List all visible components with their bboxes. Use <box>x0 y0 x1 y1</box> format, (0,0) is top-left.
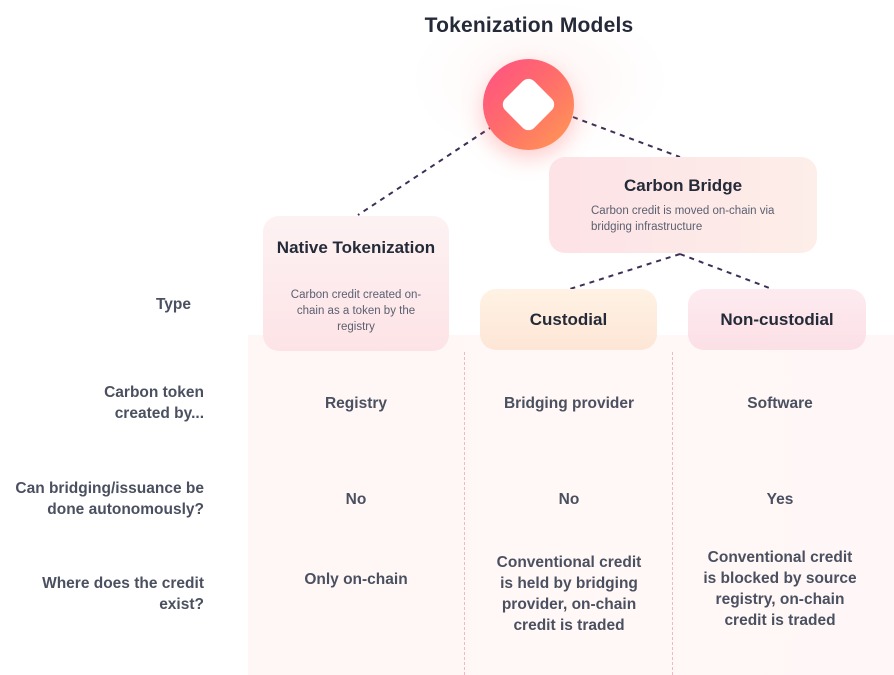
cell-created-by-noncustodial: Software <box>747 395 813 412</box>
connector-logo-bridge <box>572 116 681 158</box>
cell-credit-exists-noncustodial: Conventional credit is blocked by source… <box>703 549 857 629</box>
custodial-title: Custodial <box>529 310 608 329</box>
cell-autonomous-custodial: No <box>558 491 580 508</box>
connector-bridge-custodial <box>569 253 681 290</box>
carbon-bridge-box: Carbon Bridge Carbon credit is moved on-… <box>549 157 817 253</box>
native-tokenization-box: Native Tokenization Carbon credit create… <box>263 216 449 351</box>
noncustodial-box: Non-custodial <box>688 289 866 350</box>
cell-credit-exists-custodial: Conventional credit is held by bridging … <box>496 554 642 634</box>
connector-bridge-noncustodial <box>679 253 773 290</box>
row-label-type: Type <box>155 296 191 313</box>
noncustodial-title: Non-custodial <box>720 310 834 329</box>
native-tokenization-title: Native Tokenization <box>276 238 436 257</box>
cell-created-by-custodial: Bridging provider <box>503 395 635 412</box>
row-label-created-by: Carbon token created by... <box>104 384 204 422</box>
connector-logo-native <box>357 125 494 216</box>
custodial-box: Custodial <box>480 289 657 350</box>
comparison-table-background <box>248 335 894 675</box>
column-divider <box>464 352 465 675</box>
cell-autonomous-native: No <box>345 491 367 508</box>
row-label-autonomous: Can bridging/issuance be done autonomous… <box>15 480 204 518</box>
native-tokenization-description: Carbon credit created on-chain as a toke… <box>290 289 422 333</box>
cell-autonomous-noncustodial: Yes <box>766 491 794 508</box>
row-label-credit-exists: Where does the credit exist? <box>42 575 204 613</box>
column-divider <box>672 352 673 675</box>
cell-credit-exists-native: Only on-chain <box>304 571 408 588</box>
diagram-title: Tokenization Models <box>424 14 634 37</box>
carbon-bridge-description: Carbon credit is moved on-chain via brid… <box>591 205 775 233</box>
cell-created-by-native: Registry <box>324 395 388 412</box>
carbon-bridge-title: Carbon Bridge <box>623 176 743 195</box>
